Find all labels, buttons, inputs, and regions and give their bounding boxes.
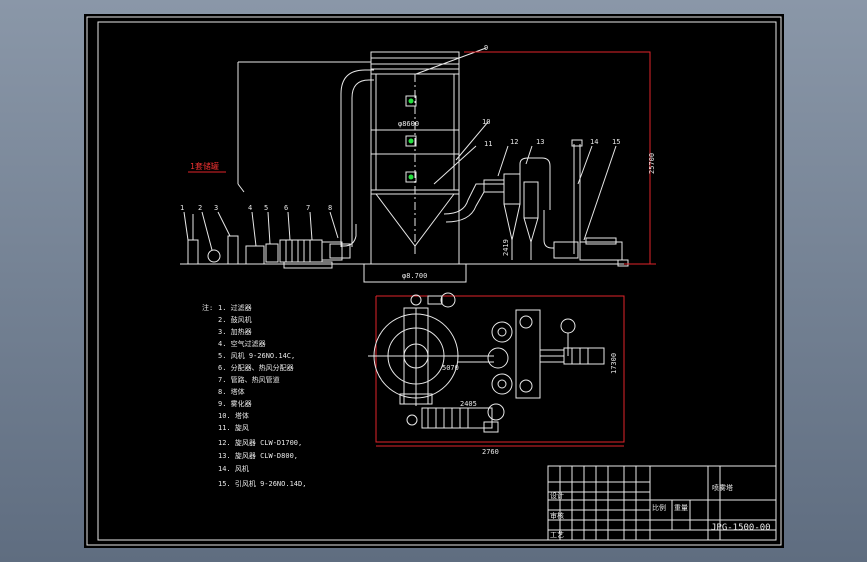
tb-row2: 审核 (550, 511, 564, 520)
balloon-13: 13 (536, 138, 544, 146)
balloon-15: 15 (612, 138, 620, 146)
height-dim-line (464, 51, 651, 264)
balloon-8: 8 (328, 204, 332, 212)
base-dim-label: φ8.700 (402, 272, 427, 280)
parts-list: 注: 1. 过滤器 2. 鼓风机 3. 加热器 4. 空气过滤器 5. 风机 9… (202, 303, 306, 488)
balloon-12: 12 (510, 138, 518, 146)
parts-item-4: 4. 空气过滤器 (218, 339, 266, 348)
parts-item-12: 12. 旋风器 CLW-D1700, (218, 438, 302, 447)
title-block (547, 465, 777, 541)
height-dim-label: 25700 (648, 153, 656, 174)
tb-weight: 重量 (674, 504, 688, 512)
parts-item-7: 7. 管路、热风管道 (218, 375, 280, 384)
spray-tower (363, 51, 467, 283)
drawing-sheet: 1 2 3 4 5 6 7 8 1套储罐 (84, 14, 784, 548)
dim-2405: 2405 (460, 400, 477, 408)
tb-scale: 比例 (652, 503, 666, 512)
dim-5070: 5070 (442, 364, 459, 372)
parts-item-6: 6. 分配器、热风分配器 (218, 363, 294, 372)
parts-item-14: 14. 风机 (218, 464, 249, 473)
balloon-2: 2 (198, 204, 202, 212)
left-equipment (187, 214, 357, 269)
inner-border (97, 21, 777, 541)
parts-header: 注: (202, 303, 213, 312)
balloon-14: 14 (590, 138, 598, 146)
plan-width-label: 17300 (610, 353, 618, 374)
balloon-10: 10 (482, 118, 490, 126)
plan-view (368, 292, 625, 447)
parts-item-5: 5. 风机 9-26NO.14C, (218, 351, 295, 360)
outer-border (86, 16, 782, 546)
tb-row3: 工艺 (550, 531, 564, 539)
parts-item-13: 13. 旋风器 CLW-D800, (218, 451, 298, 460)
tb-name: 喷雾塔 (712, 483, 733, 492)
balloon-3: 3 (214, 204, 218, 212)
diameter-label: φ8600 (398, 120, 419, 128)
balloon-11: 11 (484, 140, 492, 148)
tb-code: JPG-1500-00 (711, 523, 771, 533)
parts-item-8: 8. 塔体 (218, 387, 245, 396)
drawing-canvas: 1 2 3 4 5 6 7 8 1套储罐 (86, 16, 782, 546)
leaders-right (415, 47, 617, 241)
tb-row1: 设计 (550, 491, 564, 500)
plan-length-label: 2760 (482, 448, 499, 456)
parts-item-3: 3. 加热器 (218, 327, 252, 336)
parts-item-1: 1. 过滤器 (218, 303, 252, 312)
leaders-left (183, 211, 339, 251)
parts-item-10: 10. 塔体 (218, 411, 249, 420)
balloon-9: 9 (484, 44, 488, 52)
dim-2419: 2419 (502, 239, 510, 256)
parts-item-15: 15. 引风机 9-26NO.14D, (218, 479, 306, 488)
parts-item-9: 9. 雾化器 (218, 399, 252, 408)
balloon-1: 1 (180, 204, 184, 212)
left-red-note: 1套储罐 (190, 161, 219, 171)
balloon-5: 5 (264, 204, 268, 212)
balloon-6: 6 (284, 204, 288, 212)
parts-item-2: 2. 鼓风机 (218, 315, 252, 324)
balloon-4: 4 (248, 204, 252, 212)
balloon-7: 7 (306, 204, 310, 212)
parts-item-11: 11. 旋风 (218, 423, 249, 432)
hot-air-duct (237, 61, 374, 247)
cyclone-group (443, 139, 629, 267)
